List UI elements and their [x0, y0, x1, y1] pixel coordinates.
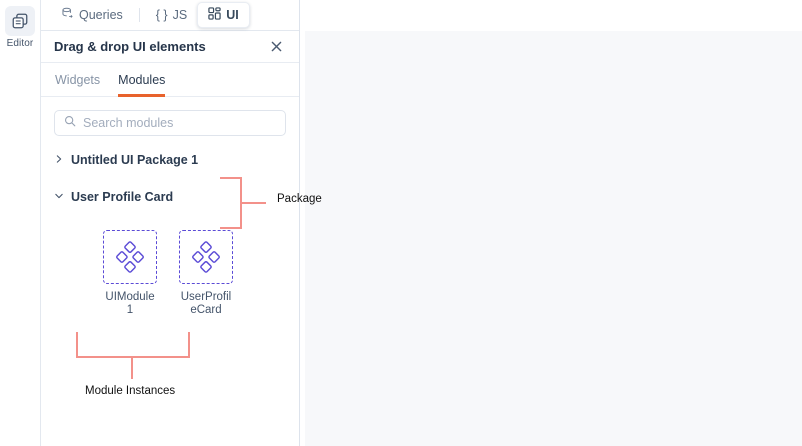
rail-item-editor[interactable]: Editor	[1, 6, 39, 49]
ui-panel: Queries { } JS UI Dr	[41, 0, 300, 446]
editor-pages-icon	[5, 6, 35, 36]
module-diamond-icon	[179, 230, 233, 284]
rail-item-label: Editor	[6, 38, 34, 49]
tab-ui-label: UI	[226, 8, 239, 22]
close-icon[interactable]	[267, 38, 285, 56]
tab-modules[interactable]: Modules	[118, 73, 166, 97]
tree-item-user-profile-card[interactable]: User Profile Card	[54, 184, 299, 210]
module-bracket-bottom	[76, 356, 190, 358]
panel-title: Drag & drop UI elements	[54, 39, 206, 54]
search-container	[41, 97, 299, 136]
panel-header: Drag & drop UI elements	[41, 31, 299, 63]
tree-item-label: Untitled UI Package 1	[71, 153, 199, 167]
panel-subtabs: Widgets Modules	[41, 63, 299, 97]
tab-js-label: JS	[172, 8, 188, 22]
braces-icon: { }	[155, 8, 168, 22]
package-bracket-bottom	[220, 227, 242, 229]
annotation-module-instances-label: Module Instances	[85, 385, 176, 397]
module-bracket-right	[188, 332, 190, 358]
module-bracket-stem	[131, 357, 133, 379]
canvas-top-strip	[300, 0, 802, 31]
search-icon	[64, 114, 76, 132]
chevron-right-icon	[54, 153, 64, 167]
search-box[interactable]	[54, 110, 286, 136]
tab-ui[interactable]: UI	[197, 2, 250, 28]
ui-grid-icon	[208, 7, 221, 23]
module-instance-label: UIModule1	[105, 291, 155, 316]
module-diamond-icon	[103, 230, 157, 284]
annotation-package-label: Package	[277, 193, 322, 205]
module-instance-userprofilecard[interactable]: UserProfileCard	[179, 230, 233, 317]
module-instance-uimodule1[interactable]: UIModule1	[103, 230, 157, 317]
database-query-icon	[61, 7, 74, 23]
tree-item-untitled-ui-package-1[interactable]: Untitled UI Package 1	[54, 147, 299, 173]
module-bracket-left	[76, 332, 78, 358]
search-input[interactable]	[83, 116, 276, 130]
package-bracket-top	[220, 177, 242, 179]
package-bracket-stem	[241, 202, 266, 204]
tab-divider	[138, 8, 140, 22]
left-rail: Editor	[0, 0, 41, 446]
tab-js[interactable]: { } JS	[146, 3, 197, 27]
module-instance-grid: UIModule1 UserProfileCard	[41, 210, 299, 317]
canvas-area[interactable]	[305, 31, 802, 446]
chevron-down-icon	[54, 190, 64, 204]
tab-widgets[interactable]: Widgets	[55, 73, 101, 87]
tab-queries-label: Queries	[79, 8, 123, 22]
module-instance-label: UserProfileCard	[180, 291, 232, 316]
tab-queries[interactable]: Queries	[51, 3, 133, 27]
tree-item-label: User Profile Card	[71, 190, 174, 204]
module-tree: Untitled UI Package 1 User Profile Card	[41, 136, 299, 210]
panel-tabs: Queries { } JS UI	[41, 0, 299, 31]
